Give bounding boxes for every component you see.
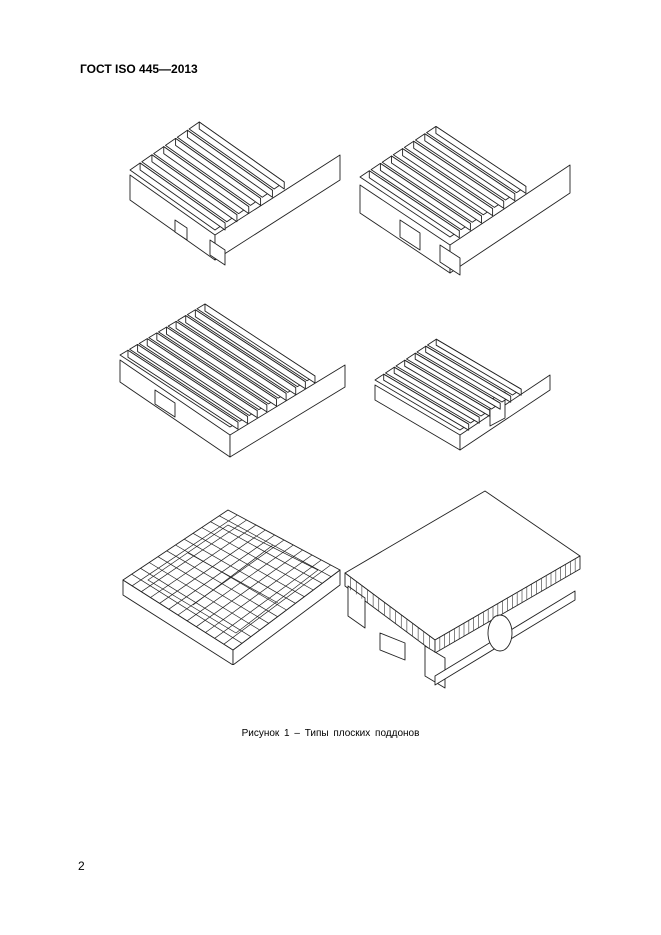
figure-caption: Рисунок 1 – Типы плоских поддонов bbox=[241, 728, 420, 739]
page-number: 2 bbox=[78, 859, 85, 873]
pallet-drawing-2 bbox=[355, 95, 580, 280]
pallet-drawing-4 bbox=[370, 300, 560, 455]
pallet-drawing-1 bbox=[125, 95, 350, 270]
document-header: ГОСТ ISO 445—2013 bbox=[80, 62, 198, 76]
pallet-drawing-5 bbox=[118, 505, 348, 665]
pallet-drawing-3 bbox=[115, 285, 355, 465]
pallet-drawing-6 bbox=[340, 488, 585, 698]
